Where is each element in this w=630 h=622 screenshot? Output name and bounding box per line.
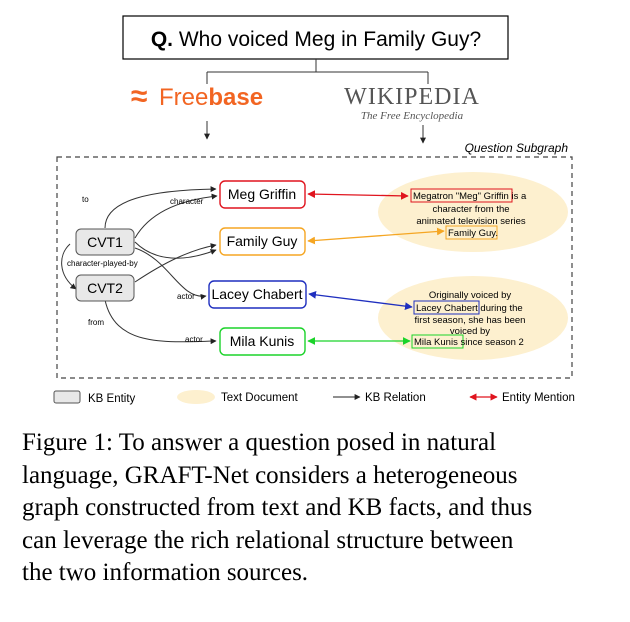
question-box: Q. Who voiced Meg in Family Guy? xyxy=(122,15,509,60)
edge-cvt1-to-meg xyxy=(104,186,217,229)
figure-diagram: Q. Who voiced Meg in Family Guy? ≈ Freeb… xyxy=(53,15,575,405)
svg-text:Mila Kunis since season 2: Mila Kunis since season 2 xyxy=(414,337,524,348)
wikipedia-logo: WIKIPEDIA The Free Encyclopedia xyxy=(344,84,480,122)
legend-text-document: Text Document xyxy=(221,392,299,404)
freebase-base: base xyxy=(208,84,263,111)
edge-label-character: character xyxy=(170,197,204,206)
edge-cvt2-family-guy xyxy=(134,243,217,283)
svg-text:first season, she has been: first season, she has been xyxy=(415,315,526,326)
source-arrows xyxy=(204,121,426,144)
node-lacey-chabert-label: Lacey Chabert xyxy=(211,286,302,302)
question-prefix: Q. xyxy=(151,28,173,51)
node-meg-griffin-label: Meg Griffin xyxy=(228,186,296,202)
question-subgraph-frame xyxy=(56,156,573,379)
entity-mentions xyxy=(307,190,445,345)
edge-cvt2-from xyxy=(104,299,217,345)
doc1-mention-meg: Megatron "Meg" Griffin xyxy=(413,191,509,202)
doc1-mention-family-guy: Family Guy. xyxy=(448,228,498,239)
wikipedia-word: WIKIPEDIA xyxy=(344,84,480,110)
edge-cvt1-cvt2 xyxy=(61,243,77,290)
node-mila-kunis-label: Mila Kunis xyxy=(230,333,295,349)
svg-text:Lacey Chabert during the: Lacey Chabert during the xyxy=(416,303,523,314)
legend: KB Entity Text Document KB Relation Enti… xyxy=(53,390,575,405)
node-lacey-chabert: Lacey Chabert xyxy=(208,280,307,309)
caption-line-3: graph constructed from text and KB facts… xyxy=(22,494,533,521)
edge-cvt1-character xyxy=(134,193,218,239)
svg-text:animated television series: animated television series xyxy=(416,216,526,227)
mention-family-guy xyxy=(307,227,445,245)
caption-line-1: Figure 1: To answer a question posed in … xyxy=(22,429,497,456)
node-family-guy: Family Guy xyxy=(219,227,306,256)
question-text: Who voiced Meg in Family Guy? xyxy=(179,28,481,51)
node-meg-griffin: Meg Griffin xyxy=(219,180,306,209)
question-connector xyxy=(206,59,429,84)
edge-label-character-played-by: character-played-by xyxy=(67,259,138,268)
svg-text:character from the: character from the xyxy=(432,204,509,215)
edge-label-from: from xyxy=(88,318,104,327)
document-2 xyxy=(378,276,568,360)
node-cvt2-label: CVT2 xyxy=(87,280,123,296)
document-1-text: Megatron "Meg" Griffin is a character fr… xyxy=(410,188,527,240)
legend-kb-entity-swatch xyxy=(53,390,81,404)
legend-entity-mention: Entity Mention xyxy=(502,392,575,404)
kb-relations xyxy=(61,186,218,345)
wikipedia-tagline: The Free Encyclopedia xyxy=(361,110,464,122)
svg-text:Megatron "Meg" Griffin is a: Megatron "Meg" Griffin is a xyxy=(413,191,527,202)
legend-kb-entity: KB Entity xyxy=(88,393,136,405)
doc2-mention-lacey: Lacey Chabert xyxy=(416,303,478,314)
svg-text:Freebase: Freebase xyxy=(159,84,263,111)
mention-lacey-chabert xyxy=(308,291,413,310)
freebase-logo: ≈ Freebase xyxy=(131,80,263,113)
freebase-free: Free xyxy=(159,84,208,111)
node-family-guy-label: Family Guy xyxy=(227,233,298,249)
edge-label-actor-1: actor xyxy=(177,292,195,301)
mention-meg-griffin xyxy=(307,190,409,200)
node-cvt1-label: CVT1 xyxy=(87,234,123,250)
edge-cvt1-family-guy-1 xyxy=(134,241,217,259)
edge-cvt1-actor xyxy=(134,247,207,300)
edge-label-actor-2: actor xyxy=(185,335,203,344)
caption-line-2: language, GRAFT-Net considers a heteroge… xyxy=(22,461,518,489)
legend-text-document-swatch xyxy=(177,390,215,404)
svg-text:Q. Who voiced Meg in Family Gu: Q. Who voiced Meg in Family Guy? xyxy=(151,28,481,51)
node-cvt2: CVT2 xyxy=(75,274,135,302)
document-2-text: Originally voiced by Lacey Chabert durin… xyxy=(411,290,526,349)
node-mila-kunis: Mila Kunis xyxy=(219,327,306,356)
figure-caption: Figure 1: To answer a question posed in … xyxy=(22,427,612,590)
caption-line-4: can leverage the rich relational structu… xyxy=(22,526,514,554)
edge-label-to: to xyxy=(82,195,89,204)
doc2-mention-mila: Mila Kunis xyxy=(414,337,458,348)
caption-line-5: the two information sources. xyxy=(22,559,309,586)
node-cvt1: CVT1 xyxy=(75,228,135,256)
subgraph-label: Question Subgraph xyxy=(465,141,569,155)
svg-text:Originally voiced by: Originally voiced by xyxy=(429,290,512,301)
freebase-mark-icon: ≈ xyxy=(131,80,147,113)
legend-kb-relation: KB Relation xyxy=(365,392,426,404)
svg-text:voiced by: voiced by xyxy=(450,326,490,337)
